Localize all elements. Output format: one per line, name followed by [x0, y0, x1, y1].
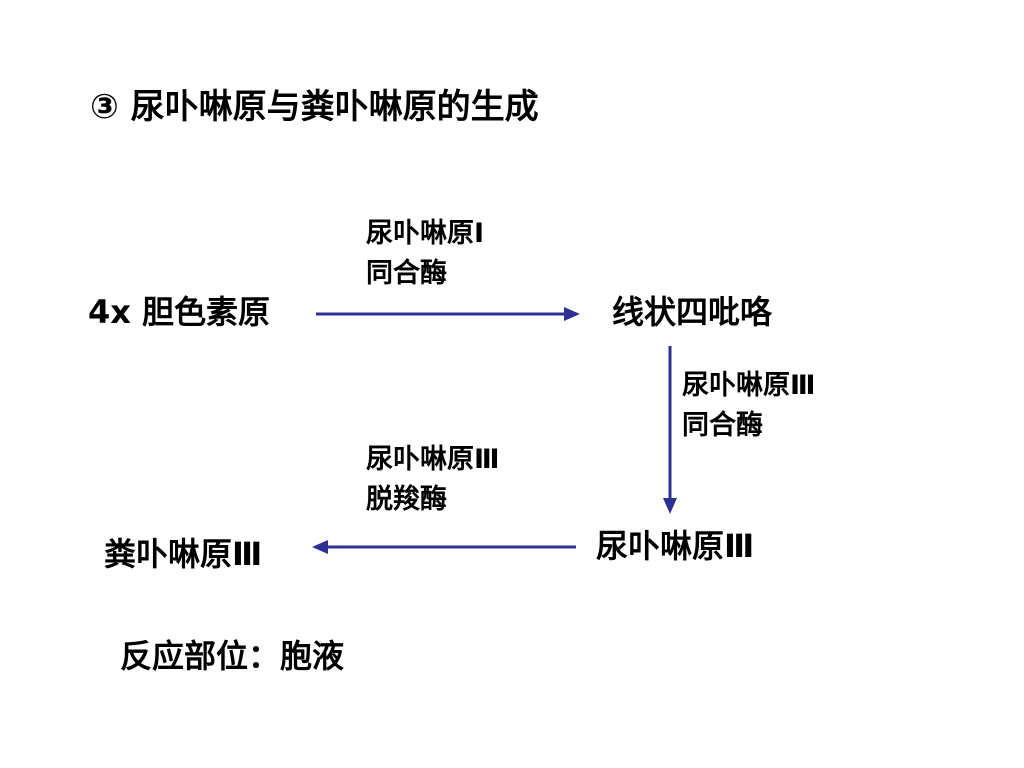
arrow-linear-to-uro3 [663, 346, 677, 514]
node-porphobilinogen: 4x 胆色素原 [88, 293, 271, 331]
node-coproporphyrinogen-iii: 粪卟啉原Ⅲ [104, 535, 263, 573]
enzyme-name: 尿卟啉原Ⅰ [366, 218, 485, 249]
slide-title: ③ 尿卟啉原与粪卟啉原的生成 [90, 87, 539, 127]
enzyme-name: 尿卟啉原Ⅲ [366, 444, 500, 475]
enzyme-type: 同合酶 [366, 258, 447, 289]
enzyme-type: 脱羧酶 [366, 484, 447, 515]
enzyme-type: 同合酶 [682, 410, 763, 441]
enzyme-label-decarboxylase: 尿卟啉原Ⅲ 脱羧酶 [366, 440, 500, 520]
arrow-pbg-to-linear [316, 307, 580, 321]
node-linear-tetrapyrrole: 线状四吡咯 [612, 293, 773, 331]
enzyme-label-synthase-iii: 尿卟啉原Ⅲ 同合酶 [682, 366, 816, 446]
enzyme-name: 尿卟啉原Ⅲ [682, 370, 816, 401]
reaction-location: 反应部位：胞液 [120, 637, 345, 675]
enzyme-label-synthase-i: 尿卟啉原Ⅰ 同合酶 [366, 214, 484, 294]
node-uroporphyrinogen-iii: 尿卟啉原Ⅲ [596, 527, 755, 565]
arrow-uro3-to-copro3 [312, 540, 576, 554]
